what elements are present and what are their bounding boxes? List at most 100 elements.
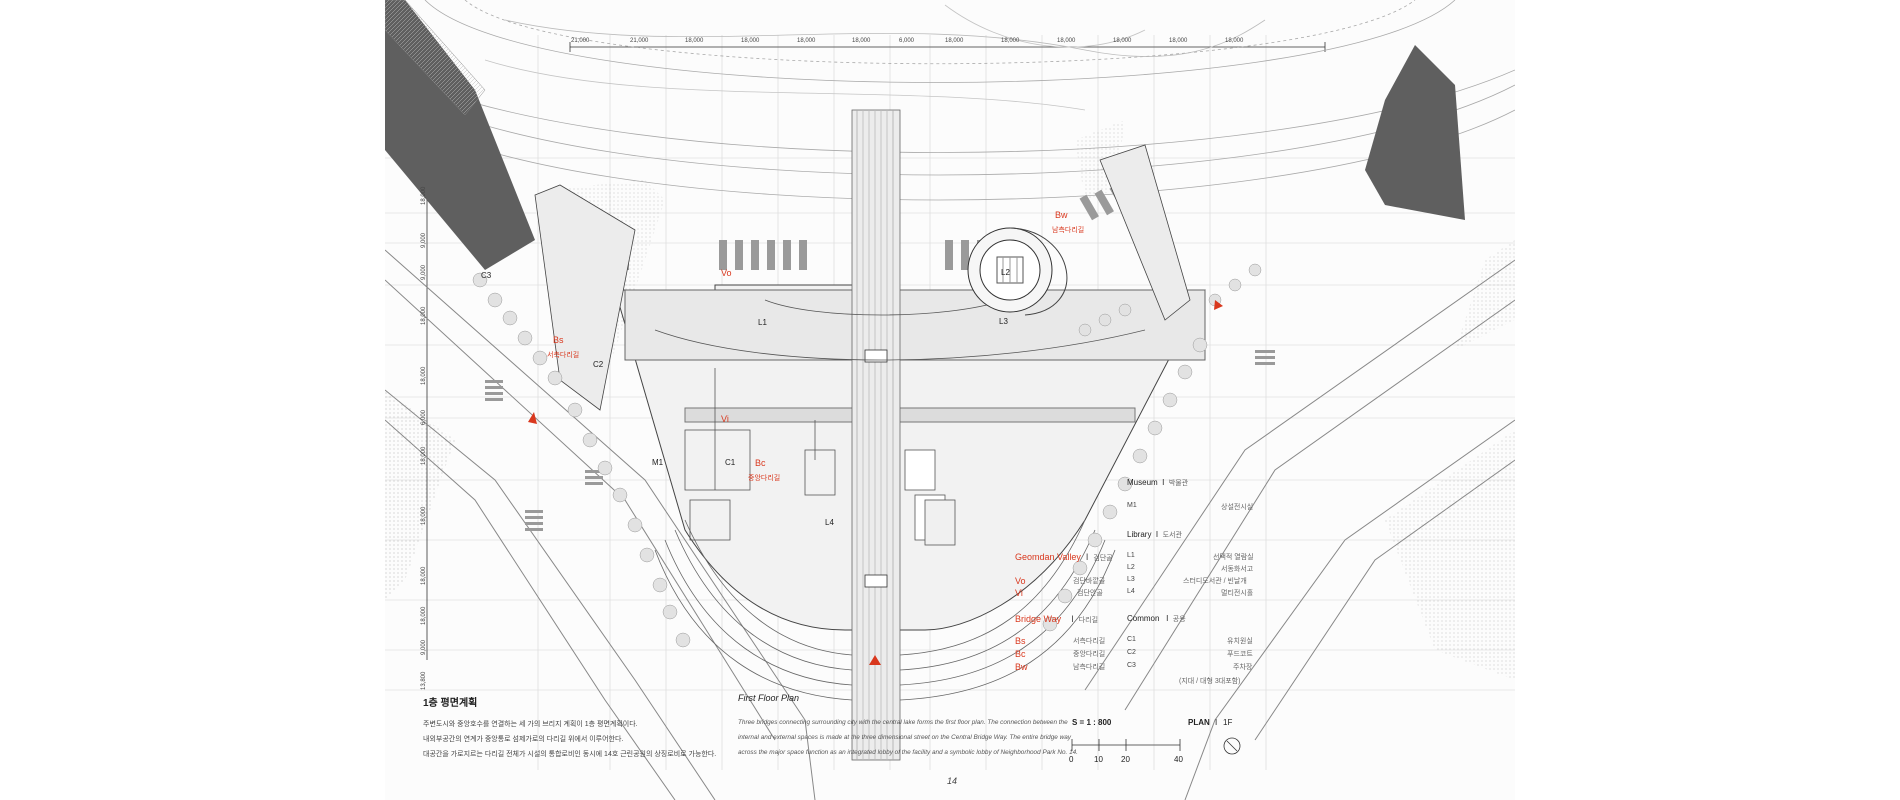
label-vi: Vi [721,414,729,424]
scale-tick-0: 0 [1069,755,1074,764]
plan-title: PLAN [1188,718,1210,727]
legend-bc-desc: 중앙다리길 [1073,651,1106,658]
legend-c2-desc: 푸드코트 [1227,651,1253,658]
dimension-tick-top: 18,000 [741,38,760,44]
label-bs: Bs [553,335,564,345]
legend-bw-desc: 남측다리길 [1073,664,1106,671]
label-bc-kor: 중앙다리길 [748,475,781,482]
dimension-tick-left: 18,000 [421,506,427,525]
label-l2: L2 [1001,268,1010,277]
legend-l3: L3 [1127,576,1135,583]
dimension-tick-top: 18,000 [685,38,704,44]
dimension-tick-left: 18,000 [421,566,427,585]
legend-parking-note: (지대 / 대형 3대포함) [1179,678,1241,685]
dimension-tick-top: 18,000 [1113,38,1132,44]
dimension-tick-top: 18,000 [1169,38,1188,44]
dimension-tick-left: 13,800 [421,671,427,690]
library-tower [967,227,1068,316]
dimension-tick-left: 18,000 [421,186,427,205]
label-bc: Bc [755,458,766,468]
english-body-line3: across the major space function as an in… [738,749,1078,756]
legend-l2: L2 [1127,564,1135,571]
legend-l1: L1 [1127,552,1135,559]
label-l4: L4 [825,518,834,527]
legend-l2-desc: 서동화서고 [1221,566,1254,573]
legend-geomdan-valley: Geomdan Valley I 검단골 [1015,552,1113,562]
legend-library: Library I 도서관 [1127,530,1182,539]
dimension-tick-top: 18,000 [945,38,964,44]
korean-body-line1: 주변도시와 중앙호수를 연결하는 세 가의 브리지 계획이 1층 평면계획이다. [423,721,638,728]
legend-bridge-way: Bridge Way I 다리길 [1015,614,1099,624]
korean-title: 1층 평면계획 [423,698,478,709]
label-l3: L3 [999,317,1008,326]
bridge-wedges [534,144,1191,411]
label-c1: C1 [725,458,736,467]
legend-common: Common I 공용 [1127,614,1186,623]
interior-rooms [684,368,956,546]
legend-l4-desc: 멀티전시홀 [1221,590,1254,597]
scale-ratio: S = 1 : 800 [1072,718,1112,727]
label-bw: Bw [1055,210,1068,220]
legend-l1-desc: 선택적 열람실 [1213,554,1254,561]
dimension-tick-top: 21,000 [630,38,649,44]
english-body-line1: Three bridges connecting surrounding cit… [738,719,1068,726]
legend-bw: Bw [1015,662,1028,672]
dimension-tick-top: 18,000 [1057,38,1076,44]
legend-c1-desc: 유치원실 [1227,638,1253,645]
scale-tick-20: 20 [1121,755,1130,764]
label-c3: C3 [481,271,492,280]
park-curves [385,0,1515,201]
legend-vo: Vo [1015,576,1026,586]
label-bw-kor: 남측다리길 [1052,227,1085,234]
central-bridge [851,109,901,761]
korean-body-line2: 내외부공간의 연계가 중앙통로 섬제가로의 다리길 위에서 이루어한다. [423,736,624,743]
label-m1: M1 [652,458,664,467]
plan-floor: 1F [1223,718,1233,727]
legend-l3-desc: 스터디도서관 / 빈날개 [1183,578,1247,585]
scale-tick-10: 10 [1094,755,1103,764]
label-vo: Vo [721,268,732,278]
site-plan-drawing [385,0,1515,800]
dimension-tick-top: 18,000 [1001,38,1020,44]
dimension-tick-left: 18,000 [421,606,427,625]
legend-vi: Vi [1015,588,1023,598]
legend-c3: C3 [1127,662,1136,669]
dimension-tick-top: 18,000 [852,38,871,44]
english-title: First Floor Plan [738,693,800,703]
dimension-tick-top: 18,000 [1225,38,1244,44]
legend-bs-desc: 서측다리길 [1073,638,1106,645]
dimension-tick-top: 18,000 [797,38,816,44]
scale-bar [1071,737,1241,755]
legend-l4: L4 [1127,588,1135,595]
dimension-tick-top: 6,000 [899,38,915,44]
legend-bc: Bc [1015,649,1026,659]
dimension-tick-left: 6,000 [421,409,427,425]
dimension-tick-left: 18,000 [421,306,427,325]
dimension-tick-left: 18,000 [421,366,427,385]
legend-m1: M1 [1127,502,1137,509]
label-c2: C2 [593,360,604,369]
trees [472,263,1262,648]
dimension-tick-top: 21,000 [571,38,590,44]
plan-sheet: 21,000 21,000 18,000 18,000 18,000 18,00… [385,0,1515,800]
legend-vi-desc: 검단안골 [1077,590,1103,597]
dimension-tick-left: 18,000 [421,446,427,465]
dimension-tick-left: 9,000 [421,264,427,280]
neighbor-buildings [385,0,1465,270]
legend-c2: C2 [1127,649,1136,656]
legend-c1: C1 [1127,636,1136,643]
label-l1: L1 [758,318,767,327]
legend-museum: Museum I 박물관 [1127,478,1189,487]
dimension-tick-left: 9,000 [421,232,427,248]
red-entry-markers [528,300,1223,665]
plan-floor-separator: I [1215,718,1218,727]
legend-bs: Bs [1015,636,1026,646]
page-number: 14 [947,776,958,786]
scale-tick-40: 40 [1174,755,1183,764]
english-body-line2: internal and external spaces is made at … [738,734,1071,741]
label-bs-kor: 서측다리길 [547,352,580,359]
legend-m1-desc: 상설전시실 [1221,504,1254,511]
grid-lines [385,35,1515,770]
dimension-tick-left: 9,000 [421,639,427,655]
legend-c3-desc: 주차장 [1233,664,1253,671]
